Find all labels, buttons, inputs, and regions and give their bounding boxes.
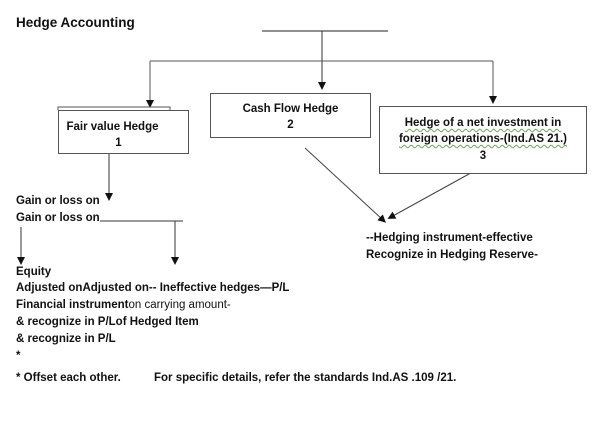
fair-value-hedge-number: 1 — [115, 137, 122, 149]
cash-flow-hedge-number: 2 — [287, 119, 294, 131]
hedging-instrument-effective-text: --Hedging instrument-effective — [366, 232, 533, 244]
asterisk-text: * — [16, 350, 21, 362]
financial-instrument-bold: Financial instrument — [16, 299, 129, 311]
fair-value-hedge-label: Fair value Hedge — [66, 121, 159, 133]
hedging-reserve-text: Recognize in Hedging Reserve- — [366, 249, 538, 261]
cash-flow-hedge-label: Cash Flow Hedge — [242, 103, 339, 115]
adjusted-ineffective-text: Adjusted onAdjusted on-- Ineffective hed… — [16, 282, 290, 294]
equity-text: Equity — [16, 266, 52, 278]
gain-loss-text-2: Gain or loss on — [16, 212, 100, 224]
gain-loss-text-1: Gain or loss on — [16, 195, 100, 207]
cashflow-to-reserve-arrow — [304, 147, 386, 223]
netinvestment-to-reserve-arrow — [387, 168, 479, 219]
recognize-hedged-item-text: & recognize in P/Lof Hedged Item — [16, 316, 199, 328]
diagram-title: Hedge Accounting — [16, 15, 135, 30]
fairvalue-box-tab — [57, 106, 171, 110]
net-investment-label-line2: foreign operations-(Ind.AS 21.) — [398, 133, 568, 145]
standards-reference: For specific details, refer the standard… — [154, 372, 457, 384]
financial-instrument-text: Financial instrumenton carrying amount- — [16, 298, 231, 312]
offset-footnote: * Offset each other. — [16, 372, 121, 384]
net-investment-label-line1: Hedge of a net investment in — [404, 117, 562, 129]
net-investment-hedge-box: Hedge of a net investment in foreign ope… — [379, 106, 587, 174]
recognize-pl-text: & recognize in P/L — [16, 333, 116, 345]
carrying-amount-text: on carrying amount- — [128, 299, 231, 311]
fair-value-hedge-box: Fair value Hedge 1 — [58, 110, 189, 154]
net-investment-number: 3 — [479, 150, 487, 162]
cash-flow-hedge-box: Cash Flow Hedge 2 — [210, 93, 371, 138]
